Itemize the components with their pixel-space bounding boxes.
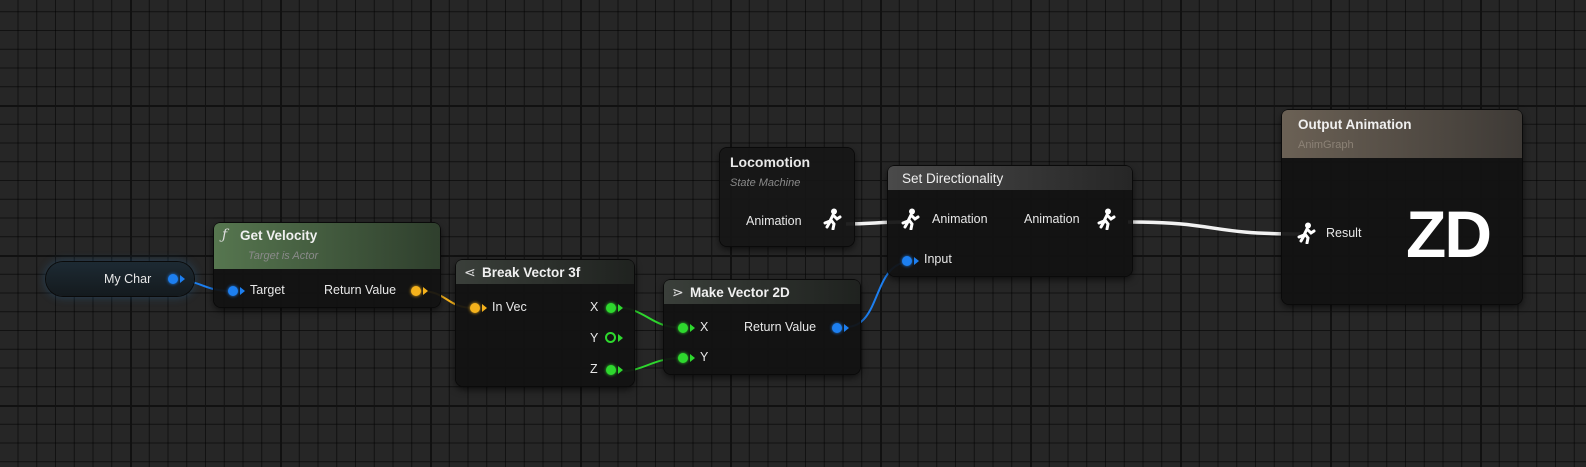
output-animation-node[interactable]: Output Animation AnimGraph Result ZD — [1282, 110, 1522, 304]
break-x-output-pin[interactable] — [606, 303, 616, 313]
locomotion-subtitle: State Machine — [730, 177, 801, 189]
target-input-arrow — [240, 287, 245, 295]
in-vec-arrow — [482, 304, 487, 312]
target-input-pin[interactable] — [228, 286, 238, 296]
make-return-value-arrow — [844, 324, 849, 332]
output-animation-header: Output Animation AnimGraph — [1282, 110, 1522, 158]
make-x-input-pin[interactable] — [678, 323, 688, 333]
make-vector-header: ⋗ Make Vector 2D — [664, 280, 860, 304]
zd-logo: ZD — [1406, 197, 1492, 271]
wire-directionality-result — [1127, 220, 1301, 236]
make-vector-node[interactable]: ⋗ Make Vector 2D X Y Return Value — [664, 280, 860, 374]
input-pin[interactable] — [902, 256, 912, 266]
break-struct-icon: ⋖ — [464, 264, 476, 280]
set-directionality-title: Set Directionality — [902, 171, 1004, 186]
result-input-icon[interactable] — [1296, 222, 1316, 244]
make-x-label: X — [700, 320, 709, 334]
make-y-input-pin[interactable] — [678, 353, 688, 363]
break-y-label: Y — [590, 331, 599, 345]
make-return-value-output-pin[interactable] — [832, 323, 842, 333]
break-vector-title: Break Vector 3f — [482, 265, 581, 280]
output-animation-title: Output Animation — [1298, 117, 1412, 132]
input-pin-arrow — [914, 257, 919, 265]
make-return-value-label: Return Value — [744, 320, 817, 334]
my-char-output-pin[interactable] — [168, 274, 178, 284]
break-z-label: Z — [590, 362, 598, 376]
return-value-label: Return Value — [324, 283, 397, 297]
break-y-arrow — [618, 334, 623, 342]
return-value-output-pin[interactable] — [411, 286, 421, 296]
my-char-label: My Char — [104, 272, 152, 286]
my-char-variable-node[interactable]: My Char — [46, 262, 194, 296]
break-z-arrow — [618, 366, 623, 374]
make-struct-icon: ⋗ — [672, 284, 684, 300]
get-velocity-header: ƒ Get Velocity Target is Actor — [214, 223, 440, 269]
break-vector-node[interactable]: ⋖ Break Vector 3f In Vec X Y Z — [456, 260, 634, 386]
my-char-output-arrow — [180, 275, 185, 283]
return-value-arrow — [423, 287, 428, 295]
locomotion-title: Locomotion — [730, 154, 811, 170]
break-x-label: X — [590, 300, 599, 314]
break-vector-header: ⋖ Break Vector 3f — [456, 260, 634, 284]
break-x-arrow — [618, 304, 623, 312]
break-y-output-pin[interactable] — [605, 332, 616, 343]
animation-pose-icon[interactable] — [822, 208, 842, 230]
animation-output-icon[interactable] — [1096, 208, 1116, 230]
locomotion-animation-label: Animation — [746, 214, 802, 228]
animation-input-icon[interactable] — [900, 208, 920, 230]
make-y-arrow — [690, 354, 695, 362]
break-z-output-pin[interactable] — [606, 365, 616, 375]
set-directionality-node[interactable]: Set Directionality Animation Animation I… — [888, 166, 1132, 276]
make-x-arrow — [690, 324, 695, 332]
target-label: Target — [250, 283, 285, 297]
in-vec-label: In Vec — [492, 300, 527, 314]
make-vector-title: Make Vector 2D — [690, 285, 790, 300]
output-animation-subtitle: AnimGraph — [1298, 139, 1354, 151]
get-velocity-title: Get Velocity — [240, 228, 318, 243]
get-velocity-node[interactable]: ƒ Get Velocity Target is Actor Target Re… — [214, 223, 440, 307]
animation-output-label: Animation — [1024, 212, 1080, 226]
in-vec-input-pin[interactable] — [470, 303, 480, 313]
locomotion-node[interactable]: Locomotion State Machine Animation — [720, 148, 854, 246]
animation-input-label: Animation — [932, 212, 988, 226]
function-icon: ƒ — [222, 227, 228, 243]
set-directionality-header: Set Directionality — [888, 166, 1132, 190]
get-velocity-subtitle: Target is Actor — [248, 250, 319, 262]
make-y-label: Y — [700, 350, 709, 364]
input-label: Input — [924, 252, 952, 266]
result-label: Result — [1326, 226, 1362, 240]
